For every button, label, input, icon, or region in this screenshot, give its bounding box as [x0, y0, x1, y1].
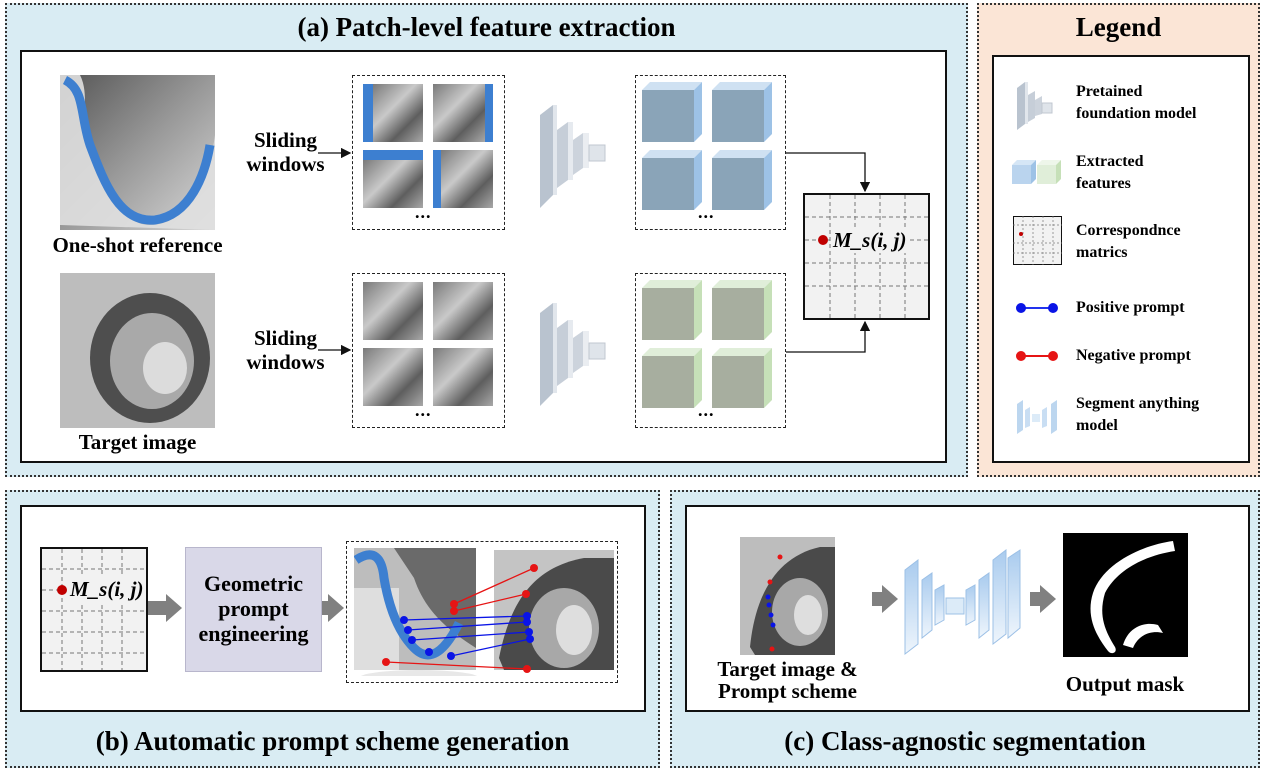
correspondence-matrix: M_s(i, j): [803, 193, 930, 320]
panel-a-connectors: [318, 147, 871, 356]
panel-a-title: (a) Patch-level feature extraction: [297, 12, 676, 42]
matrix-grid: [42, 549, 146, 670]
arrow-right-icon: [882, 585, 898, 613]
ellipsis: ...: [698, 400, 715, 420]
legend-text: model: [1076, 417, 1118, 434]
matrix-label: M_s(i, j): [70, 577, 144, 602]
output-mask-image: [1063, 533, 1188, 657]
patch: [363, 282, 423, 340]
ellipsis: ...: [415, 202, 432, 222]
patch: [433, 348, 493, 406]
sam-icon: [904, 548, 1021, 656]
legend-text: Segment anything: [1076, 395, 1200, 412]
prompt-scheme-images: [354, 548, 614, 676]
legend-item-matrix: Correspondnce matrics: [1076, 220, 1181, 264]
legend-text: matrics: [1076, 244, 1128, 261]
arrow-right-icon: [1040, 585, 1056, 613]
matrix-label: M_s(i, j): [833, 228, 907, 253]
arrow-shaft: [872, 592, 884, 606]
target-caption: Target image: [78, 430, 197, 454]
matrix-grid: [805, 195, 928, 318]
target-patches: ...: [352, 273, 505, 428]
feature-cubes-green: [642, 280, 772, 408]
ellipsis: ...: [415, 400, 432, 420]
negative-prompt-icon: [1016, 351, 1058, 361]
patch: [433, 282, 493, 340]
reference-caption: One-shot reference: [52, 233, 223, 257]
caption-line: Prompt scheme: [718, 679, 857, 703]
feature-cubes-blue: [642, 82, 772, 210]
patch: [363, 150, 423, 208]
reference-image: [60, 75, 215, 230]
legend-text: Extracted: [1076, 153, 1144, 170]
arrow-right-icon: [166, 594, 182, 622]
pretrained-model-icon: [540, 105, 606, 208]
patch: [433, 150, 493, 208]
pretrained-model-icon: [1017, 82, 1053, 130]
feature-cubes-icon: [1012, 160, 1061, 184]
legend-text: Correspondnce: [1076, 222, 1181, 239]
legend-text: Pretained: [1076, 83, 1143, 100]
arrow-right-icon: [328, 594, 344, 622]
positive-prompt-icon: [1016, 303, 1058, 313]
sam-icon: [1017, 400, 1057, 434]
legend-item-negative: Negative prompt: [1076, 347, 1191, 364]
panel-c-input-caption: Target image & Prompt scheme: [705, 658, 870, 702]
legend-item-features: Extracted features: [1076, 151, 1144, 195]
pretrained-model-icon: [540, 303, 606, 406]
sliding-text: Sliding: [253, 326, 318, 350]
legend-item-pretrained: Pretained foundation model: [1076, 81, 1196, 125]
ellipsis: ...: [698, 202, 715, 222]
geometric-prompt-box: Geometric prompt engineering: [185, 547, 322, 672]
legend-item-sam: Segment anything model: [1076, 393, 1199, 437]
patch: [363, 84, 423, 142]
patch: [363, 348, 423, 406]
reference-patches: ...: [352, 75, 505, 230]
box-text: prompt: [218, 596, 289, 621]
output-mask-caption: Output mask: [1065, 672, 1185, 696]
box-text: engineering: [198, 621, 309, 646]
correspondence-matrix: M_s(i, j): [40, 547, 148, 672]
patch: [433, 84, 493, 142]
target-with-prompts-image: [740, 537, 835, 655]
arrow-shaft: [1030, 592, 1042, 606]
legend-title: Legend: [1075, 12, 1162, 42]
arrow-shaft: [322, 601, 330, 615]
legend-text: features: [1076, 175, 1131, 192]
correspondence-matrix-icon: [1013, 216, 1062, 265]
reference-features: ...: [635, 75, 786, 230]
sliding-text: Sliding: [253, 128, 318, 152]
caption-line: Target image &: [717, 657, 858, 681]
target-features: ...: [635, 273, 786, 428]
arrow-shaft: [148, 601, 168, 615]
panel-c-title: (c) Class-agnostic segmentation: [784, 726, 1146, 756]
legend-text: foundation model: [1076, 105, 1197, 122]
windows-text: windows: [246, 350, 325, 374]
target-image: [60, 273, 215, 428]
windows-text: windows: [246, 152, 325, 176]
box-text: Geometric: [204, 571, 303, 596]
panel-b-title: (b) Automatic prompt scheme generation: [95, 726, 570, 756]
legend-item-positive: Positive prompt: [1076, 299, 1185, 316]
